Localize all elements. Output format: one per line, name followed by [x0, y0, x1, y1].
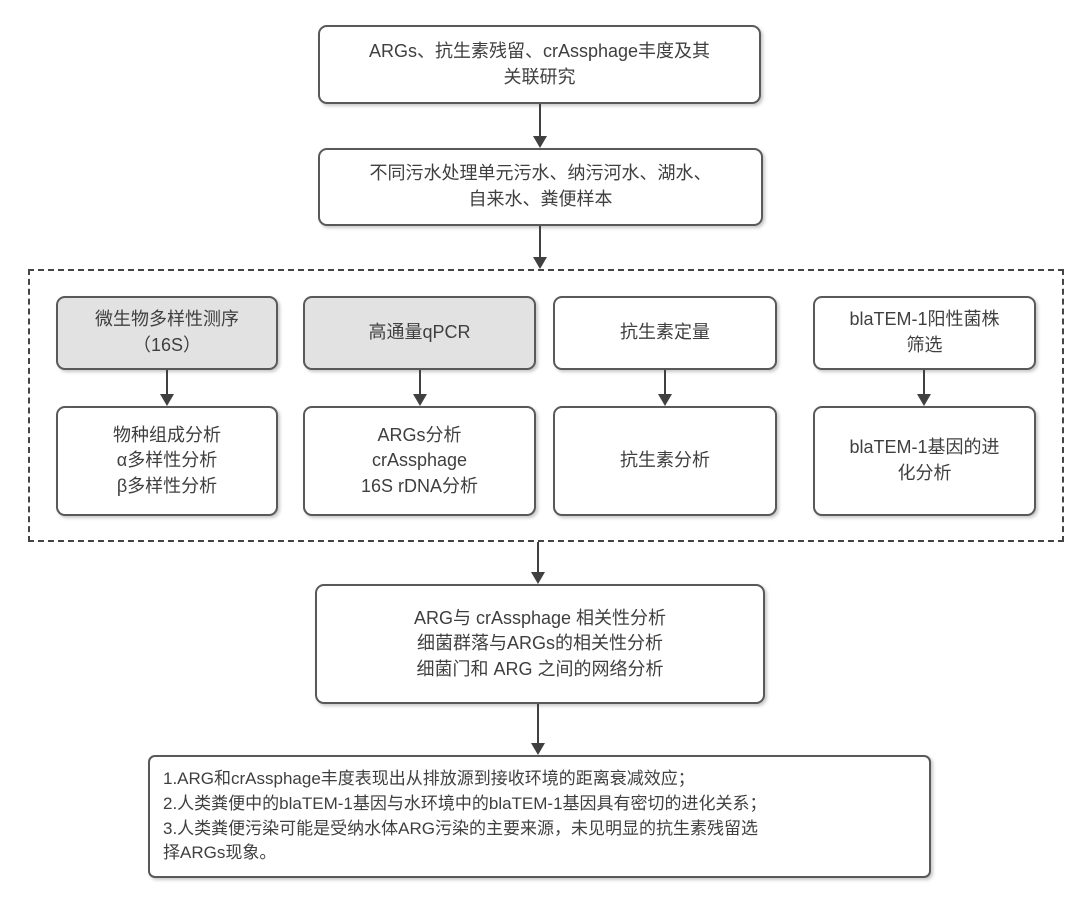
method-box-blatem1-positive-strain-screening: blaTEM-1阳性菌株 筛选	[813, 296, 1036, 370]
down-arrow-icon	[658, 370, 672, 406]
arrow-shaft	[664, 370, 666, 397]
down-arrow-icon	[413, 370, 427, 406]
samples-box: 不同污水处理单元污水、纳污河水、湖水、 自来水、粪便样本	[318, 148, 763, 226]
arrow-head	[531, 743, 545, 755]
correlation-analysis-box: ARG与 crAssphage 相关性分析 细菌群落与ARGs的相关性分析 细菌…	[315, 584, 765, 704]
arrow-head	[533, 257, 547, 269]
down-arrow-icon	[917, 370, 931, 406]
arrow-shaft	[166, 370, 168, 397]
down-arrow-icon	[533, 226, 547, 269]
analysis-box-args-crassphage-16s: ARGs分析 crAssphage 16S rDNA分析	[303, 406, 536, 516]
arrow-shaft	[537, 542, 539, 575]
down-arrow-icon	[531, 704, 545, 755]
analysis-box-species-composition: 物种组成分析 α多样性分析 β多样性分析	[56, 406, 278, 516]
arrow-head	[533, 136, 547, 148]
down-arrow-icon	[531, 542, 545, 584]
method-box-high-throughput-qpcr: 高通量qPCR	[303, 296, 536, 370]
title-box: ARGs、抗生素残留、crAssphage丰度及其 关联研究	[318, 25, 761, 104]
arrow-head	[413, 394, 427, 406]
conclusions-box: 1.ARG和crAssphage丰度表现出从排放源到接收环境的距离衰减效应； 2…	[148, 755, 931, 878]
method-box-microbial-diversity-sequencing: 微生物多样性测序 （16S）	[56, 296, 278, 370]
analysis-box-blatem1-evolution: blaTEM-1基因的进 化分析	[813, 406, 1036, 516]
analysis-box-antibiotic-analysis: 抗生素分析	[553, 406, 777, 516]
arrow-head	[917, 394, 931, 406]
methods-dashed-container	[28, 269, 1064, 542]
arrow-shaft	[419, 370, 421, 397]
arrow-shaft	[539, 226, 541, 260]
method-box-antibiotic-quantification: 抗生素定量	[553, 296, 777, 370]
down-arrow-icon	[160, 370, 174, 406]
down-arrow-icon	[533, 104, 547, 148]
arrow-head	[531, 572, 545, 584]
arrow-head	[658, 394, 672, 406]
arrow-head	[160, 394, 174, 406]
arrow-shaft	[537, 704, 539, 746]
arrow-shaft	[539, 104, 541, 139]
arrow-shaft	[923, 370, 925, 397]
